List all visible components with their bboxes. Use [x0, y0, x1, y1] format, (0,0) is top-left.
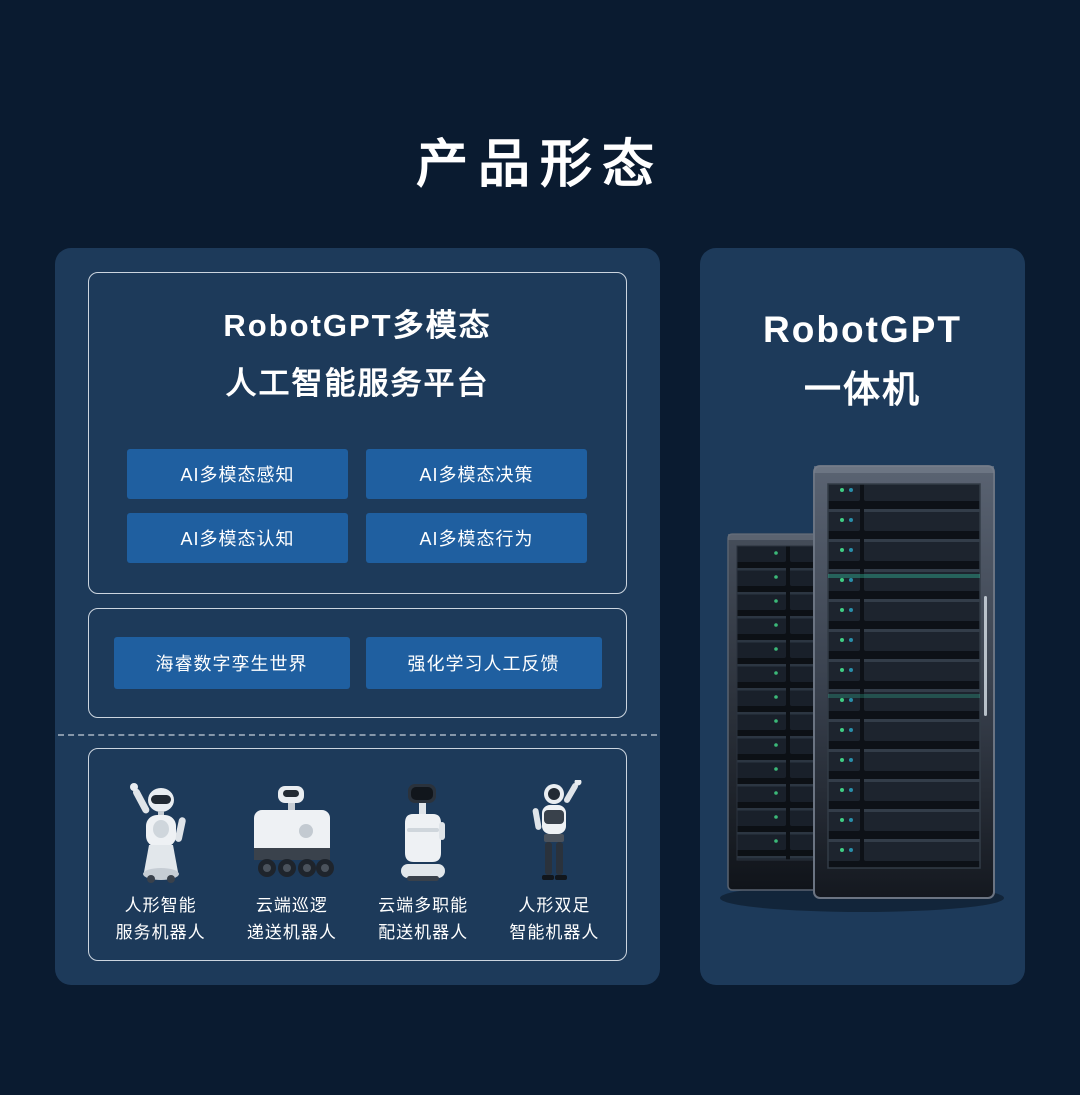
robot-caption: 人形双足 智能机器人 [509, 896, 600, 942]
server-rack-illustration [712, 446, 1012, 921]
platform-title: RobotGPT多模态 人工智能服务平台 [89, 273, 626, 413]
capability-chip-perception: AI多模态感知 [127, 449, 348, 499]
robot-caption: 云端巡逻 递送机器人 [246, 896, 337, 942]
page-title: 产品形态 [415, 136, 664, 194]
platform-box: RobotGPT多模态 人工智能服务平台 AI多模态感知 AI多模态决策 AI多… [88, 272, 627, 594]
capability-grid: AI多模态感知 AI多模态决策 AI多模态认知 AI多模态行为 [127, 449, 587, 563]
robot-item: 云端巡逻 递送机器人 [226, 780, 357, 946]
appliance-panel: RobotGPT 一体机 [700, 248, 1025, 985]
appliance-title-line1: RobotGPT [763, 309, 962, 350]
dashed-divider [58, 734, 657, 736]
robot-caption: 人形智能 服务机器人 [115, 896, 206, 942]
platform-title-line1: RobotGPT多模态 [223, 308, 492, 343]
robot-caption: 云端多职能 配送机器人 [378, 896, 469, 942]
humanoid-service-robot-image [115, 780, 207, 884]
robots-box: 人形智能 服务机器人 [88, 748, 627, 961]
bipedal-humanoid-robot-image [508, 780, 600, 884]
multifunction-delivery-robot-image [377, 780, 469, 884]
patrol-delivery-robot-image [240, 780, 344, 884]
platform-panel: RobotGPT多模态 人工智能服务平台 AI多模态感知 AI多模态决策 AI多… [55, 248, 660, 985]
bottom-strip [0, 1095, 1080, 1106]
capability-chip-cognition: AI多模态认知 [127, 513, 348, 563]
foundation-chip-rlhf: 强化学习人工反馈 [365, 637, 602, 689]
appliance-title-line2: 一体机 [804, 369, 921, 410]
platform-title-line2: 人工智能服务平台 [225, 366, 490, 401]
capability-chip-decision: AI多模态决策 [366, 449, 587, 499]
foundation-box: 海睿数字孪生世界 强化学习人工反馈 [88, 608, 627, 718]
capability-chip-behavior: AI多模态行为 [366, 513, 587, 563]
robot-item: 人形智能 服务机器人 [95, 780, 226, 946]
foundation-chip-digital-twin: 海睿数字孪生世界 [113, 637, 350, 689]
appliance-title: RobotGPT 一体机 [700, 248, 1025, 420]
robot-item: 人形双足 智能机器人 [489, 780, 620, 946]
robot-item: 云端多职能 配送机器人 [358, 780, 489, 946]
